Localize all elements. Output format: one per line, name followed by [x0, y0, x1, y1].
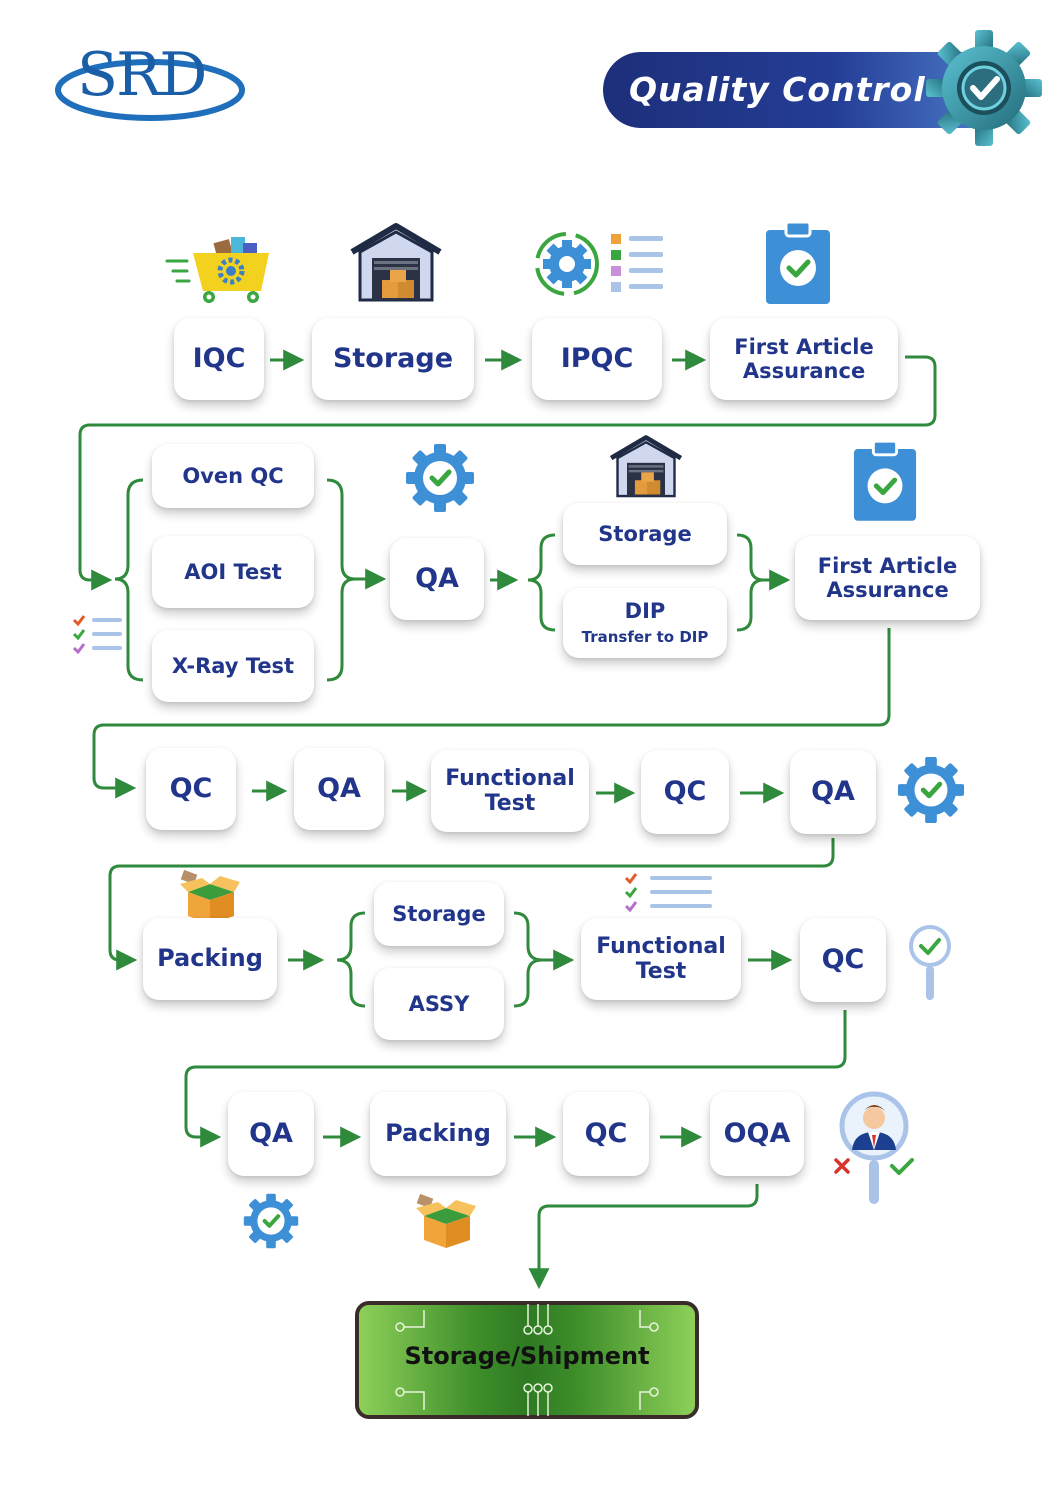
- step-label: IQC: [192, 343, 246, 375]
- step-qa: QA: [790, 750, 876, 834]
- cart-icon: [165, 233, 273, 305]
- step-qa: QA: [294, 748, 384, 830]
- step-label: DIP: [624, 599, 666, 624]
- step-sublabel: Transfer to DIP: [581, 628, 709, 647]
- step-oven-qc: Oven QC: [152, 444, 314, 508]
- step-label: First Article Assurance: [734, 334, 874, 383]
- clipboard-check-icon: [764, 220, 832, 306]
- step-label: Packing: [157, 944, 263, 973]
- step-packing: Packing: [143, 918, 277, 1000]
- clipboard-check-icon: [852, 438, 918, 524]
- step-label: First Article Assurance: [817, 553, 958, 602]
- step-label: Storage: [392, 901, 486, 926]
- step-label: Packing: [385, 1119, 491, 1148]
- srd-logo: SRD: [55, 40, 250, 125]
- step-label: IPQC: [560, 343, 634, 375]
- step-label: Storage: [332, 343, 454, 375]
- step-label: QA: [811, 776, 855, 808]
- step-aoi-test: AOI Test: [152, 536, 314, 608]
- step-storage: Storage: [374, 882, 504, 946]
- inspector-icon: [830, 1090, 920, 1208]
- step-packing: Packing: [370, 1092, 506, 1176]
- warehouse-icon: [348, 222, 444, 302]
- step-dip: DIP Transfer to DIP: [563, 588, 727, 658]
- step-label: OQA: [723, 1118, 791, 1150]
- step-oqa: OQA: [710, 1092, 804, 1176]
- step-label: Oven QC: [182, 463, 284, 488]
- step-label: QC: [169, 773, 213, 805]
- step-qc: QC: [641, 750, 729, 834]
- step-label: QC: [663, 776, 707, 808]
- magnifier-check-icon: [905, 924, 955, 1004]
- step-functional-test: Functional Test: [581, 918, 741, 1000]
- gear-check-icon: [918, 28, 1050, 148]
- open-box-icon: [414, 1193, 478, 1250]
- step-xray-test: X-Ray Test: [152, 630, 314, 702]
- quality-control-banner: Quality Control: [603, 52, 988, 128]
- step-ipqc: IPQC: [532, 318, 662, 400]
- step-label: QA: [415, 563, 459, 595]
- step-qc: QC: [146, 748, 236, 830]
- step-label: Functional Test: [596, 933, 726, 984]
- final-storage-shipment-board: Storage/Shipment: [354, 1300, 700, 1420]
- step-label: QC: [584, 1118, 628, 1150]
- step-label: Functional Test: [445, 765, 575, 816]
- logo-text: SRD: [77, 40, 207, 110]
- step-iqc: IQC: [174, 318, 264, 400]
- step-first-article-assurance: First Article Assurance: [710, 318, 898, 400]
- checklist-icon: [624, 870, 714, 916]
- open-box-icon: [178, 869, 242, 926]
- gear-check-icon: [243, 1193, 299, 1249]
- step-assy: ASSY: [374, 968, 504, 1040]
- step-label: X-Ray Test: [171, 653, 295, 678]
- step-label: QC: [821, 944, 865, 976]
- step-first-article-assurance: First Article Assurance: [795, 536, 980, 620]
- step-label: AOI Test: [184, 559, 282, 584]
- step-label: ASSY: [408, 991, 470, 1016]
- step-qc: QC: [563, 1092, 649, 1176]
- step-label: QA: [249, 1118, 293, 1150]
- step-functional-test: Functional Test: [431, 750, 589, 832]
- warehouse-icon: [608, 434, 684, 498]
- gear-checklist-icon: [533, 228, 669, 300]
- checklist-icon: [72, 612, 124, 660]
- step-storage: Storage: [312, 318, 474, 400]
- step-label: Storage: [598, 521, 692, 546]
- final-label: Storage/Shipment: [404, 1342, 650, 1370]
- step-storage: Storage: [563, 503, 727, 565]
- step-qa: QA: [390, 538, 484, 620]
- banner-title: Quality Control: [629, 70, 926, 109]
- gear-check-icon: [405, 443, 475, 513]
- step-label: QA: [317, 773, 361, 805]
- step-qc: QC: [800, 918, 886, 1002]
- gear-check-icon: [897, 756, 965, 824]
- step-qa: QA: [228, 1092, 314, 1176]
